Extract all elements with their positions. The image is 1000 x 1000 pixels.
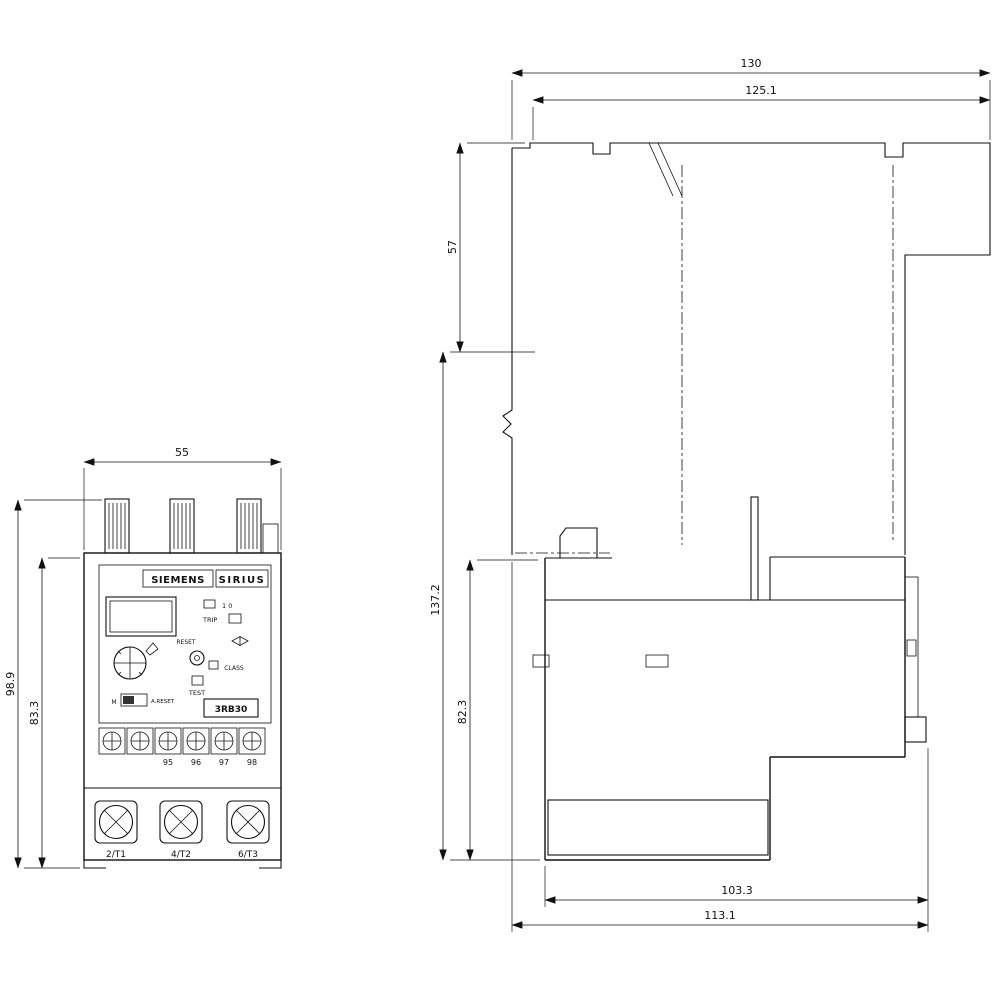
front-panel-face xyxy=(98,564,272,724)
dial-pointer-icon xyxy=(145,642,159,656)
aux-terminal-97: 97 xyxy=(219,758,229,767)
aux-terminal-screws: 95 96 97 98 xyxy=(98,727,266,767)
trip-flag-window xyxy=(228,613,242,624)
release-clip-detail xyxy=(906,639,917,657)
dim-height-137-2: 137.2 xyxy=(429,351,540,861)
class-label: CLASS xyxy=(224,665,244,672)
trip-states-label: 1 0 xyxy=(222,602,232,610)
main-terminal-4T2: 4/T2 xyxy=(171,850,191,860)
break-line xyxy=(648,142,674,197)
dim-label-83-3: 83.3 xyxy=(28,701,41,726)
break-line xyxy=(657,142,683,197)
front-view: 55 98.9 83.3 SIEMENS xyxy=(4,446,282,869)
dim-width-125-1: 125.1 xyxy=(532,84,991,140)
dim-label-113-1: 113.1 xyxy=(704,909,736,922)
model-label: 3RB30 xyxy=(215,705,248,715)
aux-terminal-98: 98 xyxy=(247,758,257,767)
trip-pin xyxy=(750,496,759,601)
dim-label-57: 57 xyxy=(446,240,459,254)
reset-mode-slider[interactable]: M A.RESET xyxy=(111,693,175,707)
dim-height-98-9: 98.9 xyxy=(4,499,102,869)
clip-foot xyxy=(904,716,927,743)
brand-area: SIEMENS SIRIUS xyxy=(142,569,269,588)
test-label: TEST xyxy=(188,689,205,697)
mounting-feet xyxy=(83,860,282,869)
dim-width-130: 130 xyxy=(511,57,991,140)
class-area: CLASS xyxy=(208,660,244,672)
dim-label-125-1: 125.1 xyxy=(745,84,777,97)
setting-window xyxy=(105,596,177,637)
current-setting-dial[interactable] xyxy=(113,642,159,680)
test-button[interactable]: TEST xyxy=(188,675,205,697)
dim-label-130: 130 xyxy=(741,57,762,70)
dim-label-55: 55 xyxy=(175,446,189,459)
class-icon xyxy=(208,660,219,670)
main-terminal-6T3: 6/T3 xyxy=(238,850,258,860)
trip-window xyxy=(203,599,216,609)
aux-terminal-95: 95 xyxy=(163,758,173,767)
contactor-profile xyxy=(502,142,991,555)
dim-label-98-9: 98.9 xyxy=(4,672,17,697)
dim-label-137-2: 137.2 xyxy=(429,584,442,616)
main-terminal-screws: 2/T1 4/T2 6/T3 xyxy=(94,800,270,860)
din-clip-zigzag xyxy=(502,148,513,555)
mode-manual-label: M xyxy=(111,699,116,706)
slider-knob[interactable] xyxy=(123,696,134,704)
dim-label-82-3: 82.3 xyxy=(456,700,469,725)
contact-symbol-icon xyxy=(231,635,249,647)
relay-side-profile xyxy=(532,496,927,861)
dim-height-57: 57 xyxy=(446,142,535,353)
series-label: SIRIUS xyxy=(219,575,266,586)
dim-height-83-3: 83.3 xyxy=(28,557,80,869)
dim-depth-113-1: 113.1 xyxy=(511,562,929,932)
dim-height-82-3: 82.3 xyxy=(456,559,538,861)
trip-indicator: 1 0 TRIP xyxy=(202,599,242,624)
side-tab xyxy=(262,523,279,554)
aux-terminal-96: 96 xyxy=(191,758,201,767)
dim-width-55: 55 xyxy=(83,446,282,550)
side-slot xyxy=(532,654,550,668)
mode-auto-label: A.RESET xyxy=(151,699,175,705)
top-terminal-clamps xyxy=(104,498,279,554)
terminal-block xyxy=(547,799,769,856)
reset-button[interactable]: RESET xyxy=(176,635,249,666)
brand-label: SIEMENS xyxy=(151,575,205,586)
relay-body-outline xyxy=(83,552,282,861)
side-view: 130 125.1 57 137.2 82.3 xyxy=(429,57,991,932)
dim-depth-103-3: 103.3 xyxy=(544,748,929,932)
model-plate: 3RB30 xyxy=(203,698,259,718)
dim-label-103-3: 103.3 xyxy=(721,884,753,897)
main-terminal-2T1: 2/T1 xyxy=(106,850,126,860)
side-slot xyxy=(645,654,669,668)
mounting-hook xyxy=(559,527,598,558)
trip-label: TRIP xyxy=(202,616,217,624)
reset-label: RESET xyxy=(176,639,196,646)
